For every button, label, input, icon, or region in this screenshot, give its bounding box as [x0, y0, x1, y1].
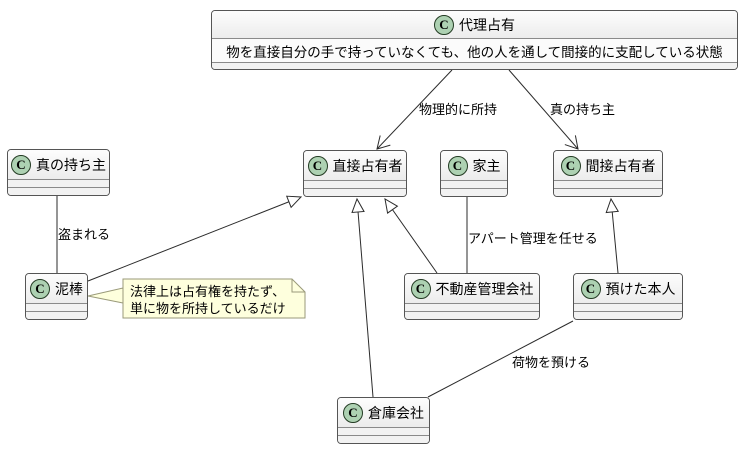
class-title-row: C 直接占有者	[304, 151, 406, 180]
fields-compartment	[338, 427, 429, 435]
note-line-1: 法律上は占有権を持たず、	[130, 284, 286, 299]
edge-realestate-to-direct-possessor	[384, 198, 438, 274]
class-depositor: C 預けた本人	[573, 273, 683, 320]
class-icon: C	[11, 154, 31, 175]
class-name: 預けた本人	[605, 280, 676, 297]
class-direct-possessor: C 直接占有者	[303, 150, 407, 197]
class-landlord: C 家主	[440, 150, 508, 197]
class-realestate-management: C 不動産管理会社	[404, 273, 540, 320]
class-warehouse-company: C 倉庫会社	[337, 397, 430, 444]
class-icon: C	[434, 14, 454, 35]
methods-compartment	[304, 188, 406, 196]
methods-compartment	[574, 311, 682, 319]
methods-compartment	[212, 62, 737, 69]
fields-compartment	[405, 303, 539, 311]
class-title-row: C 真の持ち主	[8, 150, 109, 179]
fields-compartment	[8, 179, 109, 187]
class-title-row: C 間接占有者	[554, 151, 662, 180]
class-title-row: C 倉庫会社	[338, 398, 429, 427]
fields-compartment	[554, 180, 662, 188]
edge-warehouse-to-direct-possessor	[351, 197, 374, 398]
fields-compartment	[441, 180, 507, 188]
class-title-row: C 家主	[441, 151, 507, 180]
class-name: 直接占有者	[332, 157, 403, 174]
class-title-row: C 泥棒	[26, 274, 87, 303]
methods-compartment	[441, 188, 507, 196]
class-proxy-possession: C 代理占有 物を直接自分の手で持っていなくても、他の人を通して間接的に支配して…	[211, 10, 738, 70]
class-name: 間接占有者	[585, 157, 656, 174]
edge-label-deposit-luggage: 荷物を預ける	[512, 355, 591, 370]
note-connector	[87, 287, 124, 304]
note-line-2: 単に物を所持しているだけ	[130, 301, 286, 316]
fields-compartment	[26, 303, 87, 311]
class-title-row: C 不動産管理会社	[405, 274, 539, 303]
class-icon: C	[410, 278, 431, 299]
edge-label-physically-possess: 物理的に所持	[419, 102, 498, 117]
class-name: 倉庫会社	[368, 404, 424, 421]
methods-compartment	[405, 311, 539, 319]
class-title-row: C 預けた本人	[574, 274, 682, 303]
edge-label-apartment-management: アパート管理を任せる	[468, 231, 598, 246]
class-icon: C	[560, 155, 581, 176]
class-icon: C	[447, 155, 468, 176]
edge-label-true-owner: 真の持ち主	[550, 102, 616, 117]
class-true-owner: C 真の持ち主	[7, 149, 110, 196]
class-description: 物を直接自分の手で持っていなくても、他の人を通して間接的に支配している状態	[212, 38, 737, 62]
class-thief: C 泥棒	[25, 273, 88, 320]
class-title-row: C 代理占有	[212, 11, 737, 38]
class-indirect-possessor: C 間接占有者	[553, 150, 663, 197]
class-name: 家主	[472, 157, 501, 174]
methods-compartment	[8, 187, 109, 195]
class-icon: C	[307, 155, 328, 176]
class-name: 泥棒	[55, 280, 83, 297]
note-folded-corner	[291, 279, 305, 293]
class-name: 不動産管理会社	[435, 280, 534, 297]
note-text: 法律上は占有権を持たず、 単に物を所持しているだけ	[130, 283, 286, 317]
methods-compartment	[26, 311, 87, 319]
edge-label-stolen: 盗まれる	[58, 227, 111, 242]
edge-depositor-to-indirect-possessor	[605, 197, 620, 274]
class-icon: C	[30, 278, 50, 299]
class-name: 真の持ち主	[36, 156, 106, 173]
edge-thief-to-direct-possessor	[87, 195, 303, 282]
methods-compartment	[554, 188, 662, 196]
class-icon: C	[343, 402, 363, 423]
class-name: 代理占有	[459, 16, 515, 33]
fields-compartment	[574, 303, 682, 311]
methods-compartment	[338, 435, 429, 443]
fields-compartment	[304, 180, 406, 188]
class-icon: C	[580, 278, 601, 299]
